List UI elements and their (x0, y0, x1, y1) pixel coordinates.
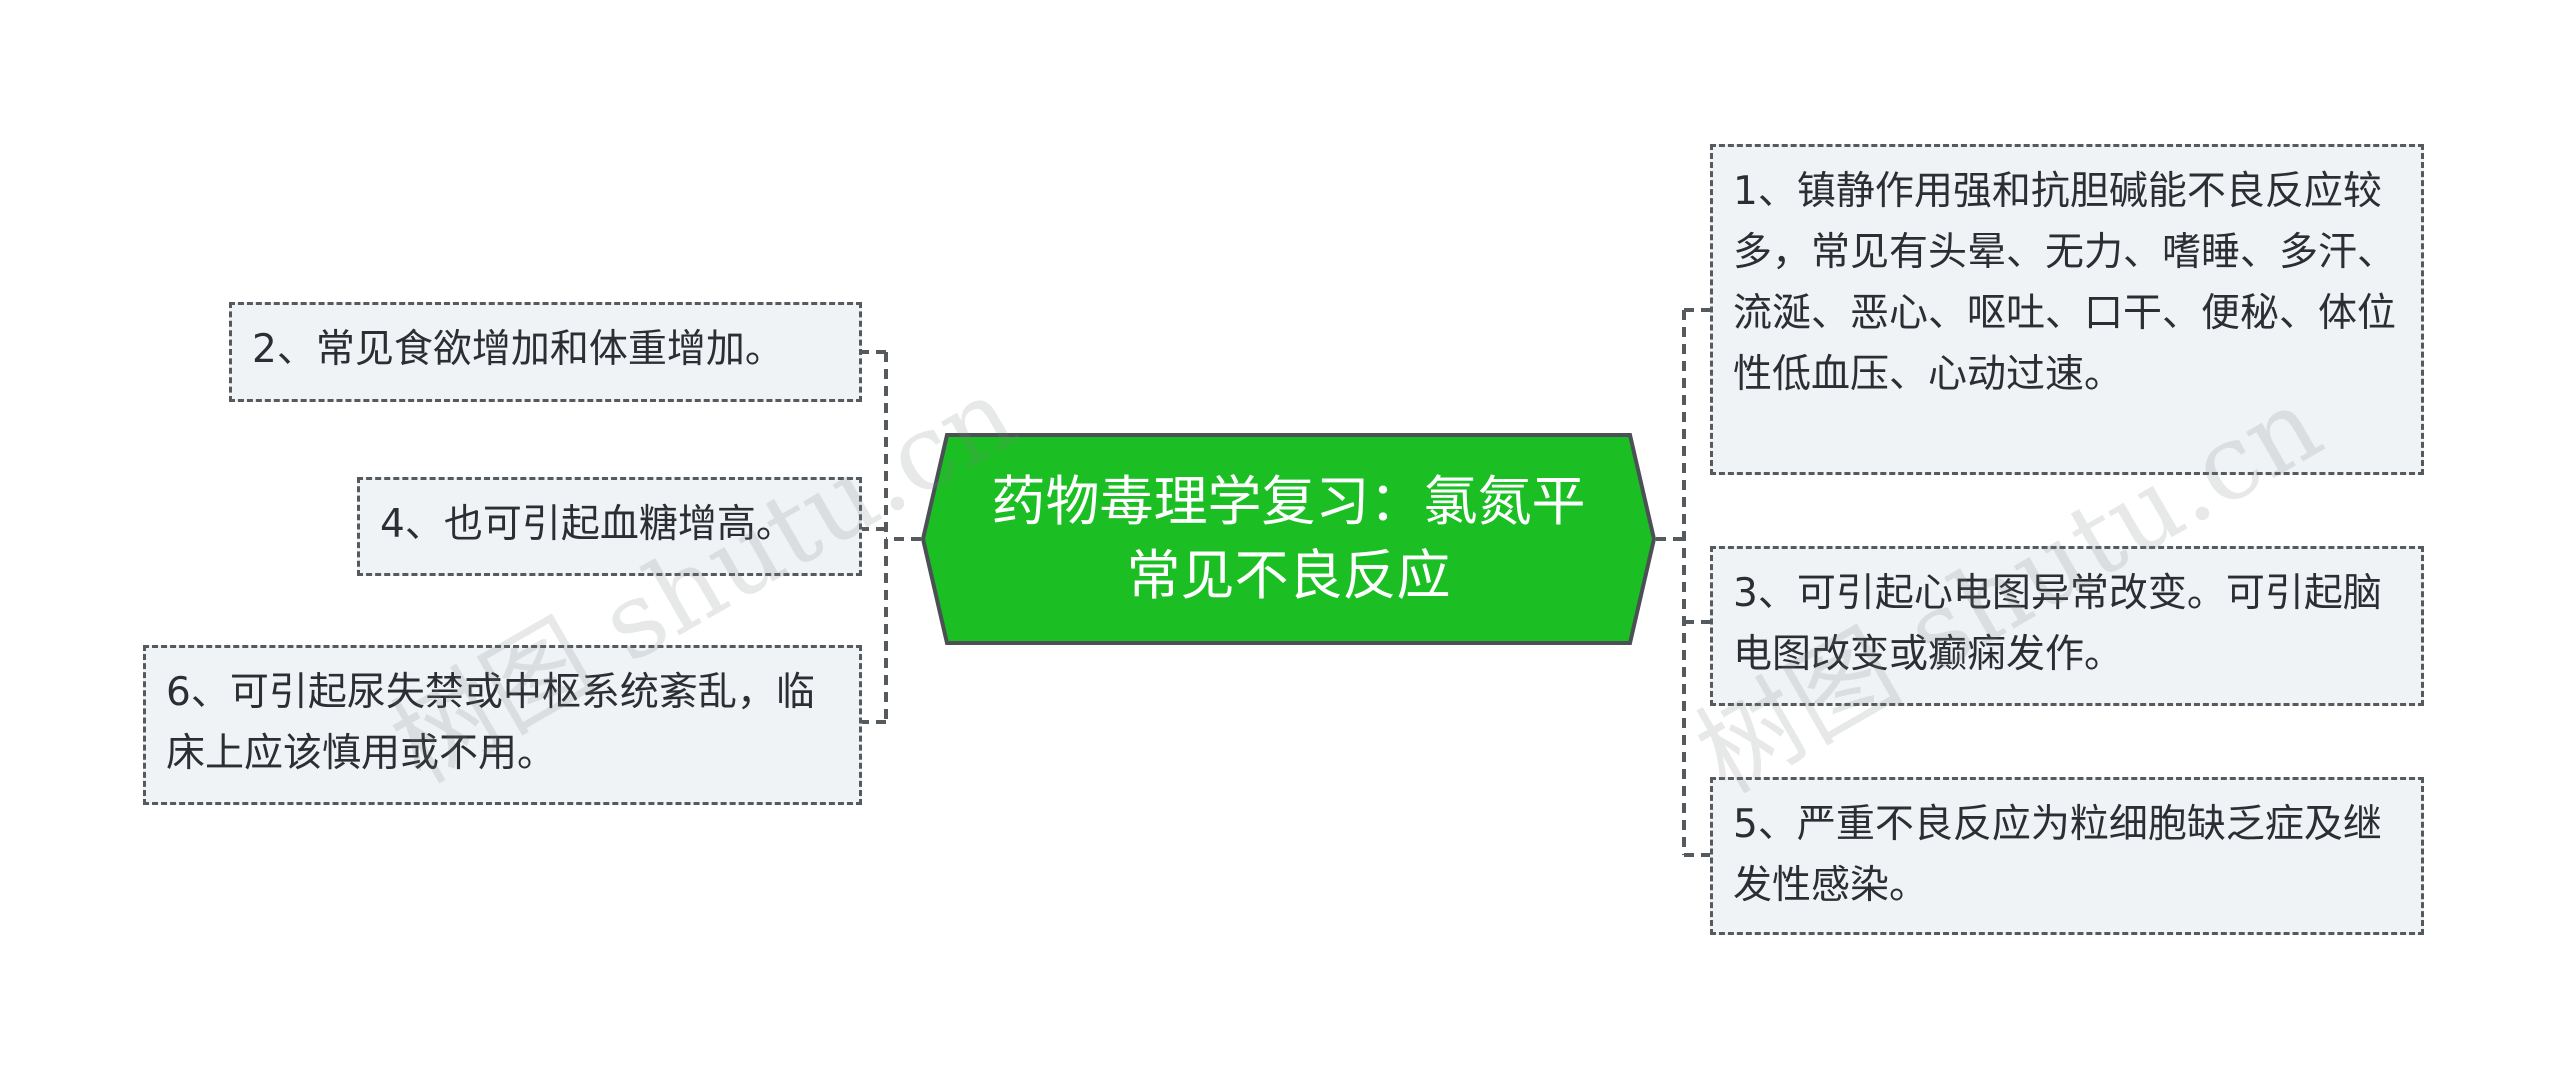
topic-item-4[interactable]: 4、也可引起血糖增高。 (357, 477, 862, 576)
topic-item-3[interactable]: 3、可引起心电图异常改变。可引起脑电图改变或癫痫发作。 (1710, 546, 2424, 706)
central-topic-title: 药物毒理学复习：氯氮平常见不良反应 (991, 470, 1586, 607)
topic-item-2[interactable]: 2、常见食欲增加和体重增加。 (229, 302, 862, 402)
topic-item-1[interactable]: 1、镇静作用强和抗胆碱能不良反应较多，常见有头晕、无力、嗜睡、多汗、流涎、恶心、… (1710, 144, 2424, 475)
topic-item-6[interactable]: 6、可引起尿失禁或中枢系统紊乱，临床上应该慎用或不用。 (143, 645, 862, 805)
central-topic-shape (921, 433, 1656, 645)
topic-item-5[interactable]: 5、严重不良反应为粒细胞缺乏症及继发性感染。 (1710, 777, 2424, 935)
central-topic[interactable]: 药物毒理学复习：氯氮平常见不良反应 (921, 433, 1656, 645)
